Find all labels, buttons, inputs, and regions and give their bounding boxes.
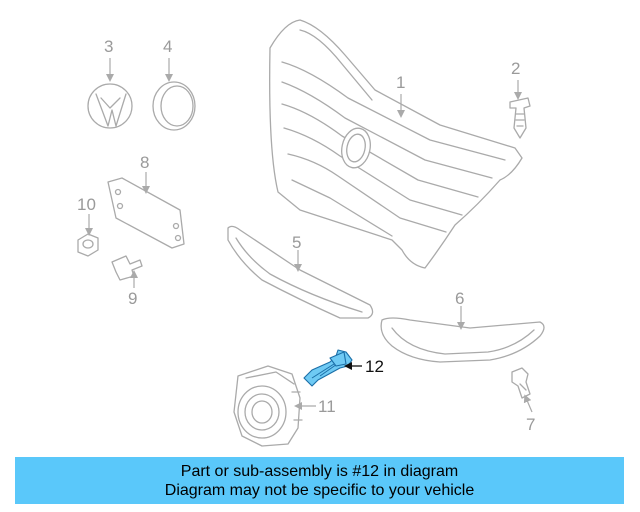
callout-10: 10 bbox=[77, 195, 96, 214]
clip-part-2[interactable] bbox=[509, 97, 531, 139]
callout-6: 6 bbox=[455, 289, 464, 308]
callout-9: 9 bbox=[128, 289, 137, 308]
emblem-backing-part-4[interactable] bbox=[152, 81, 196, 131]
callout-11: 11 bbox=[318, 397, 336, 416]
callout-1: 1 bbox=[396, 73, 405, 92]
lower-molding-part-5[interactable] bbox=[227, 225, 374, 319]
banner-line-2: Diagram may not be specific to your vehi… bbox=[164, 481, 475, 499]
bolt-part-7[interactable] bbox=[511, 367, 531, 399]
nut-part-10[interactable] bbox=[77, 233, 99, 257]
banner-line-1: Part or sub-assembly is #12 in diagram bbox=[180, 462, 459, 480]
callout-8: 8 bbox=[140, 153, 149, 172]
info-banner: Part or sub-assembly is #12 in diagram D… bbox=[15, 457, 624, 504]
sensor-part-11[interactable] bbox=[233, 365, 303, 447]
callout-3: 3 bbox=[104, 37, 113, 56]
callout-2: 2 bbox=[511, 59, 520, 78]
grille-part-1[interactable] bbox=[269, 19, 523, 269]
bracket-part-8[interactable] bbox=[107, 177, 185, 249]
parts-diagram: 1 2 3 4 5 6 7 bbox=[77, 19, 545, 447]
bracket-part-12[interactable] bbox=[303, 349, 353, 387]
screw-part-9[interactable] bbox=[111, 255, 143, 281]
callout-5: 5 bbox=[292, 233, 301, 252]
side-molding-part-6[interactable] bbox=[380, 317, 545, 363]
callout-7: 7 bbox=[526, 415, 535, 434]
callout-4: 4 bbox=[163, 37, 172, 56]
emblem-part-3[interactable] bbox=[87, 83, 133, 129]
callout-12: 12 bbox=[365, 357, 384, 376]
